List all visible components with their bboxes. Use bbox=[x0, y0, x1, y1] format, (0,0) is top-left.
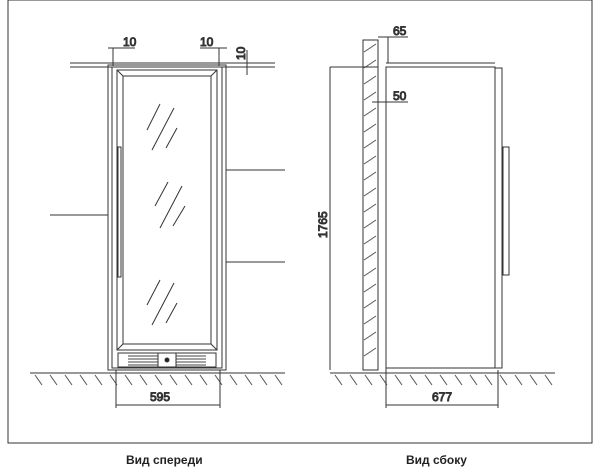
caption-front-view: Вид спереди bbox=[126, 453, 203, 467]
dim-height: 1765 bbox=[316, 211, 330, 238]
dim-width: 595 bbox=[150, 390, 170, 404]
lock-icon bbox=[164, 357, 170, 363]
wall-hatch bbox=[362, 39, 379, 371]
caption-side-view: Вид сбоку bbox=[406, 453, 467, 467]
dim-front-gap-right: 10 bbox=[200, 35, 214, 49]
dim-depth: 677 bbox=[432, 390, 452, 404]
frame-border bbox=[7, 0, 593, 444]
door-handle bbox=[117, 146, 122, 278]
door-glass bbox=[122, 75, 212, 345]
dim-front-gap-left: 10 bbox=[123, 35, 137, 49]
front-view bbox=[30, 47, 285, 408]
dim-side-back-gap: 50 bbox=[393, 89, 407, 103]
side-handle bbox=[502, 146, 510, 276]
dim-front-gap-top: 10 bbox=[234, 46, 248, 60]
dim-side-top-gap: 65 bbox=[393, 24, 407, 38]
glass-reflection-marks bbox=[146, 103, 186, 326]
front-door bbox=[116, 69, 218, 351]
side-view bbox=[329, 36, 555, 408]
front-cabinet bbox=[107, 64, 227, 371]
side-door bbox=[494, 67, 503, 369]
side-cabinet bbox=[385, 66, 496, 369]
